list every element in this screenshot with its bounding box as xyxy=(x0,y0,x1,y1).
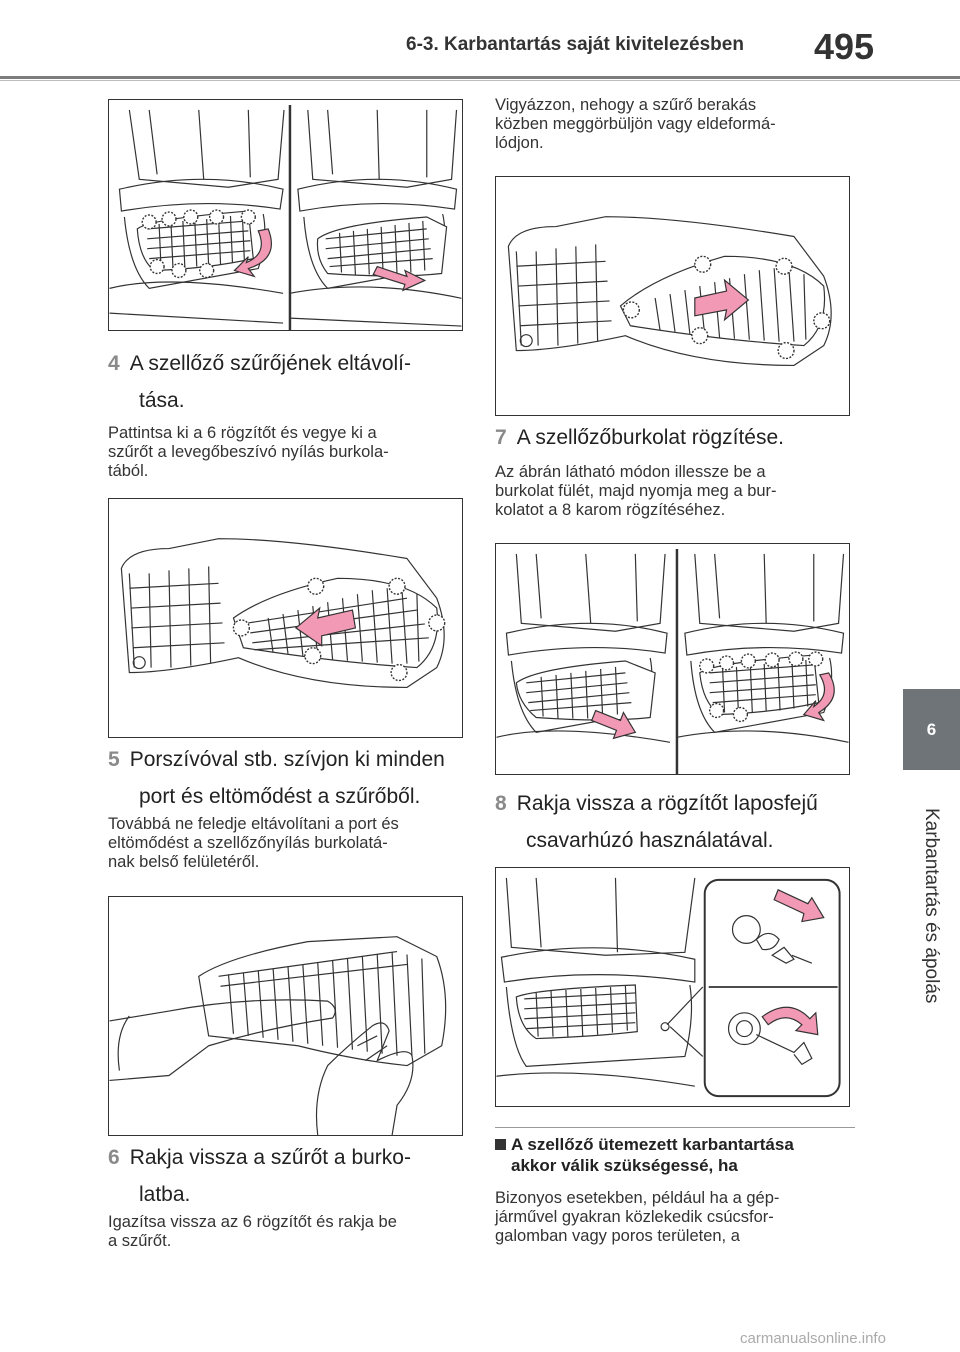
step-7-number: 7 xyxy=(495,426,507,449)
step-7-description: Az ábrán látható módon illessze be a bur… xyxy=(495,463,855,520)
bullet-square-icon xyxy=(495,1139,506,1150)
figure-filter-extraction xyxy=(108,498,463,738)
note-heading: A szellőző ütemezett karbantartása akkor… xyxy=(495,1134,865,1176)
figure-filter-insert xyxy=(495,176,850,416)
step-7-title-line1: A szellőzőburkolat rögzítése. xyxy=(516,426,784,449)
step-4: 4 A szellőző szűrőjének eltávolí- tása. xyxy=(108,345,468,419)
figure-vacuum-cleaning xyxy=(108,896,463,1136)
step-7: 7 A szellőzőburkolat rögzítése. xyxy=(495,419,855,456)
page-number: 495 xyxy=(814,26,875,67)
step-5-number: 5 xyxy=(108,748,120,771)
caution-intro: Vigyázzon, nehogy a szűrő berakás közben… xyxy=(495,96,855,153)
illustration-clip-reinstall xyxy=(496,877,841,1098)
intro-line: lódjon. xyxy=(495,134,544,152)
note-body-line: Bizonyos esetekben, például ha a gép- xyxy=(495,1189,780,1207)
step-5-desc-line: eltömődést a szellőzőnyílás burkolatá- xyxy=(108,834,388,852)
step-6-desc-line: Igazítsa vissza az 6 rögzítőt és rakja b… xyxy=(108,1213,397,1231)
step-5: 5 Porszívóval stb. szívjon ki minden port… xyxy=(108,741,478,815)
step-6-description: Igazítsa vissza az 6 rögzítőt és rakja b… xyxy=(108,1213,468,1251)
step-4-title-line1: A szellőző szűrőjének eltávolí- xyxy=(129,352,411,375)
step-6: 6 Rakja vissza a szűrőt a burko- latba. xyxy=(108,1139,468,1213)
note-heading-line2: akkor válik szükségessé, ha xyxy=(511,1156,738,1175)
header-rule xyxy=(0,76,960,79)
step-4-desc-line: Pattintsa ki a 6 rögzítőt és vegye ki a xyxy=(108,424,377,442)
figure-clip-reinstall xyxy=(495,867,850,1107)
step-7-desc-line: Az ábrán látható módon illessze be a xyxy=(495,463,766,481)
step-5-desc-line: Továbbá ne feledje eltávolítani a port é… xyxy=(108,815,399,833)
figure-cover-removal xyxy=(108,99,463,331)
step-8-number: 8 xyxy=(495,792,507,815)
note-separator xyxy=(495,1127,855,1128)
step-5-title-line2: port és eltömődést a szűrőből. xyxy=(139,785,421,808)
step-4-title-line2: tása. xyxy=(139,389,185,412)
watermark: carmanualsonline.info xyxy=(740,1330,886,1347)
figure-cover-install xyxy=(495,543,850,775)
illustration-cover-install xyxy=(496,548,849,774)
step-4-desc-line: tából. xyxy=(108,462,149,480)
step-6-desc-line: a szűrőt. xyxy=(108,1232,172,1250)
step-6-title-line1: Rakja vissza a szűrőt a burko- xyxy=(129,1146,411,1169)
step-8-title-line1: Rakja vissza a rögzítőt laposfejű xyxy=(516,792,818,815)
step-8-title-line2: csavarhúzó használatával. xyxy=(526,829,774,852)
step-4-number: 4 xyxy=(108,352,120,375)
step-4-description: Pattintsa ki a 6 rögzítőt és vegye ki a … xyxy=(108,424,468,481)
section-title: 6-3. Karbantartás saját kivitelezésben xyxy=(406,34,744,55)
note-body: Bizonyos esetekben, például ha a gép- já… xyxy=(495,1189,855,1246)
step-5-description: Továbbá ne feledje eltávolítani a port é… xyxy=(108,815,468,872)
step-6-title-line2: latba. xyxy=(139,1183,191,1206)
intro-line: közben meggörbüljön vagy eldeformá- xyxy=(495,115,776,133)
step-6-number: 6 xyxy=(108,1146,120,1169)
step-7-desc-line: kolatot a 8 karom rögzítéséhez. xyxy=(495,501,726,519)
intro-line: Vigyázzon, nehogy a szűrő berakás xyxy=(495,96,757,114)
chapter-number: 6 xyxy=(926,719,937,739)
chapter-label-text: Karbantartás és ápolás xyxy=(921,808,942,1004)
note-body-line: galomban vagy poros területen, a xyxy=(495,1227,740,1245)
chapter-tab[interactable]: 6 xyxy=(903,689,960,770)
chapter-side-label: Karbantartás és ápolás xyxy=(916,808,946,1126)
note-heading-line1: A szellőző ütemezett karbantartása xyxy=(511,1135,794,1154)
step-8: 8 Rakja vissza a rögzítőt laposfejű csava… xyxy=(495,785,865,859)
illustration-filter-insert xyxy=(507,216,832,367)
step-5-desc-line: nak belső felületéről. xyxy=(108,853,260,871)
step-7-desc-line: burkolat fülét, majd nyomja meg a bur- xyxy=(495,482,777,500)
note-body-line: járművel gyakran közlekedik csúcsfor- xyxy=(495,1208,774,1226)
illustration-filter-extraction xyxy=(120,538,446,689)
step-5-title-line1: Porszívóval stb. szívjon ki minden xyxy=(129,748,445,771)
step-4-desc-line: szűrőt a levegőbeszívó nyílás burkola- xyxy=(108,443,389,461)
header-rule-thin xyxy=(0,80,960,81)
illustration-vacuum-cleaning xyxy=(109,936,447,1135)
illustration-cover-removal xyxy=(109,104,462,330)
